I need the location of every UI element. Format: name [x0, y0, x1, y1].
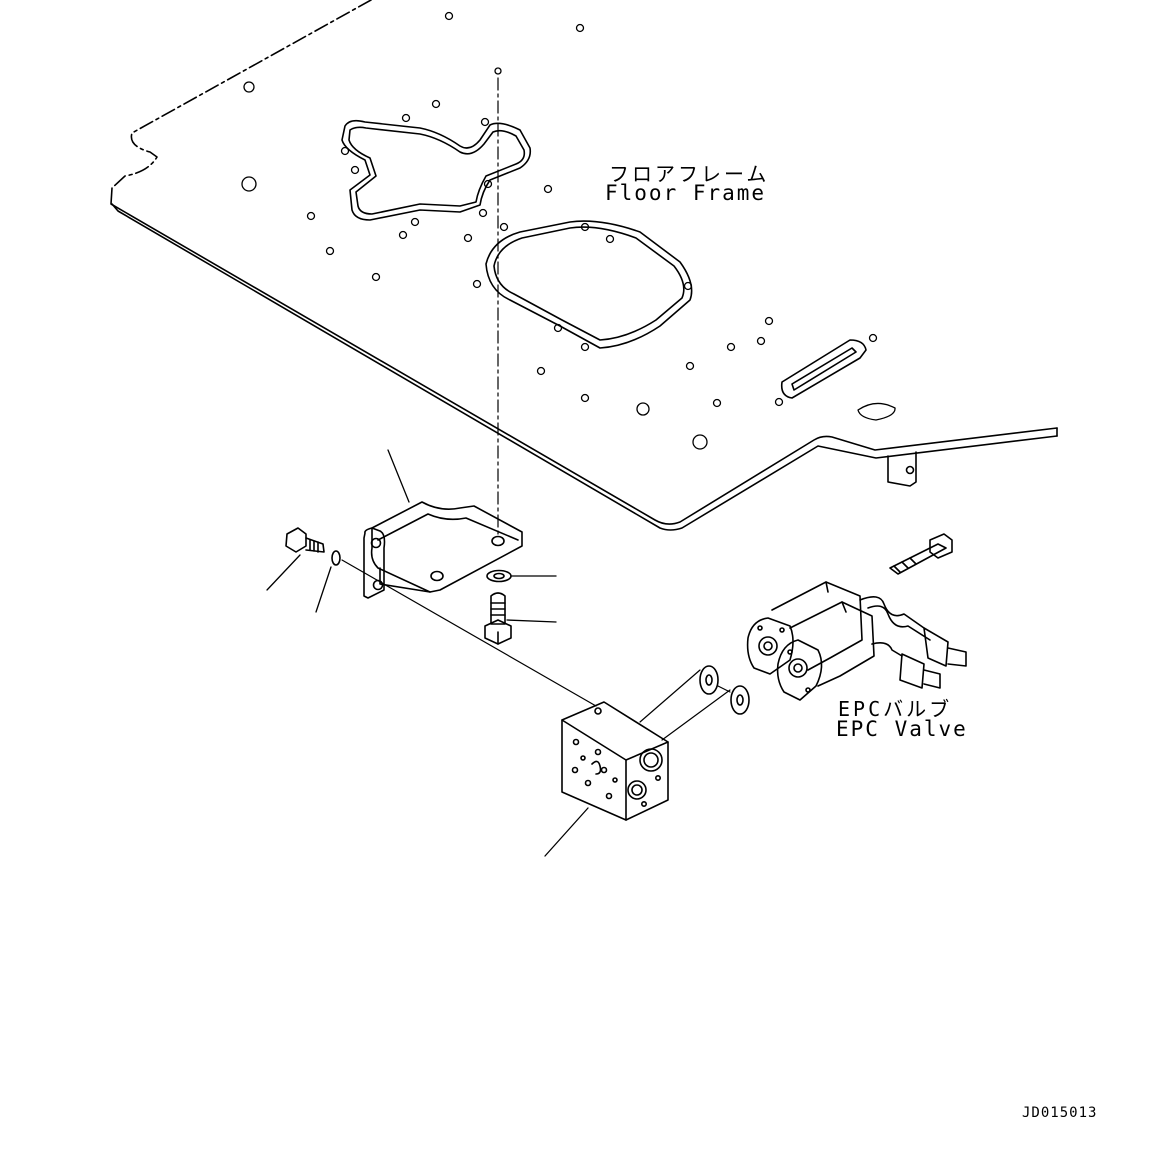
- drawing-code: JD015013: [1022, 1105, 1098, 1121]
- mounting-bracket: [363, 501, 523, 599]
- lower-washer: [486, 569, 512, 583]
- o-ring-1: [699, 665, 719, 695]
- left-bolt: [285, 527, 325, 553]
- floor-frame-label-en: Floor Frame: [605, 181, 767, 205]
- o-ring-2: [730, 685, 750, 715]
- lower-bolt: [484, 592, 512, 645]
- left-washer: [331, 550, 341, 566]
- epc-valve: [746, 533, 967, 701]
- assembly-line-left: [341, 559, 597, 707]
- assembly-lines-right: [639, 669, 731, 741]
- leader-manifold: [544, 807, 589, 857]
- epc-valve-label-en: EPC Valve: [836, 717, 968, 741]
- floor-frame-label-jp: フロアフレーム: [609, 162, 770, 186]
- epc-valve-label-jp: EPCバルブ: [838, 697, 953, 721]
- manifold-block: [561, 701, 669, 821]
- floor-frame-plate: [110, 0, 1058, 531]
- leader-lower-bolt: [506, 619, 557, 623]
- leader-left-washer: [315, 566, 332, 613]
- leader-left-bolt: [266, 554, 301, 591]
- leader-bracket: [387, 449, 410, 503]
